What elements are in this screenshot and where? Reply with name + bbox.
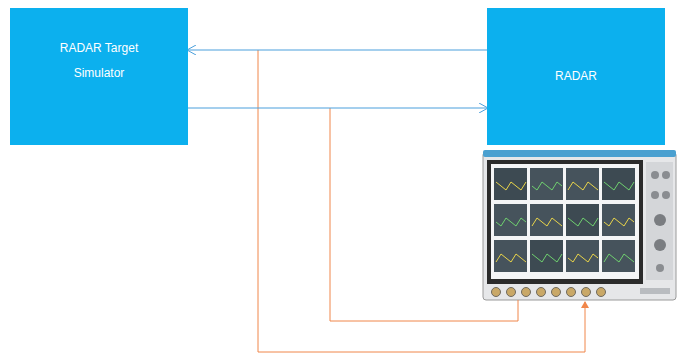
screen-trace (604, 182, 634, 190)
screen-panel (494, 204, 527, 236)
screen-panel (530, 168, 563, 200)
screen-trace (532, 182, 562, 190)
screen-trace (496, 254, 526, 262)
oscilloscope (483, 150, 676, 300)
scope-knob (651, 171, 659, 179)
bnc-input (582, 288, 591, 297)
process-box: RADAR (487, 8, 665, 145)
screen-trace (604, 254, 634, 262)
screen-trace (568, 182, 598, 190)
bnc-input (537, 288, 546, 297)
screen-panel (494, 240, 527, 272)
process-box: RADAR Target Simulator (10, 8, 188, 145)
screen-panel (602, 168, 635, 200)
scope-knob (662, 171, 670, 179)
screen-trace (604, 218, 634, 226)
screen-panel (530, 240, 563, 272)
signal-arrow (188, 108, 487, 109)
bnc-input (597, 288, 606, 297)
scope-knob (651, 191, 659, 199)
scope-bezel (487, 160, 643, 284)
scope-handle (483, 150, 676, 157)
bnc-input (507, 288, 516, 297)
scope-knob (654, 214, 666, 226)
scope-knob (654, 239, 666, 251)
box-label: RADAR Target Simulator (49, 36, 149, 86)
screen-trace (568, 218, 598, 226)
scope-screen (491, 164, 639, 279)
screen-panel (566, 240, 599, 272)
screen-trace (532, 218, 562, 226)
bnc-input (522, 288, 531, 297)
screen-panel (602, 240, 635, 272)
signal-arrow (188, 50, 487, 51)
scope-controls (646, 162, 673, 280)
scope-inputs (492, 288, 606, 297)
bnc-input (552, 288, 561, 297)
screen-trace (532, 254, 562, 262)
scope-panels (494, 168, 635, 272)
scope-button (640, 288, 670, 294)
screen-panel (566, 168, 599, 200)
scope-knob (656, 264, 664, 272)
screen-trace (568, 254, 598, 262)
box-label: RADAR (555, 64, 597, 89)
screen-trace (496, 182, 526, 190)
scope-body (483, 152, 676, 300)
screen-panel (530, 204, 563, 236)
screen-trace (496, 218, 526, 226)
screen-panel (494, 168, 527, 200)
bnc-input (567, 288, 576, 297)
screen-panel (602, 204, 635, 236)
screen-panel (566, 204, 599, 236)
scope-knob (662, 191, 670, 199)
bnc-input (492, 288, 501, 297)
